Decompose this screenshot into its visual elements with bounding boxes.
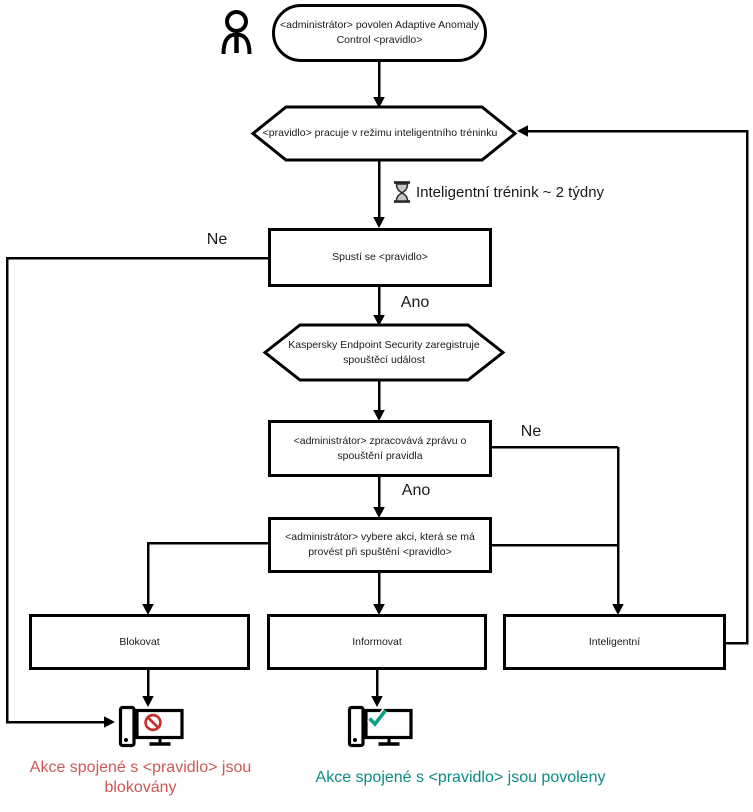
edge-label-no-1: Ne <box>206 231 228 248</box>
computer-allowed-icon <box>347 705 413 748</box>
process-report-label: <administrátor> zpracovává zprávu o spou… <box>293 434 467 462</box>
training-state-hexagon <box>250 105 518 162</box>
rule-trigger-label: Spustí se <pravidlo> <box>332 251 428 263</box>
arrowhead-into-blocked-computer-left <box>104 716 115 728</box>
action-block-label: Blokovat <box>119 635 160 648</box>
arrowhead-into-training <box>373 97 385 108</box>
arrowhead-into-choose <box>373 507 385 518</box>
computer-blocked-icon <box>118 705 184 748</box>
arrowhead-into-blocked-computer-top <box>142 696 154 707</box>
edge-label-yes-1: Ano <box>400 294 430 311</box>
register-event-hexagon <box>262 323 506 382</box>
start-node: <administrátor> povolen Adaptive Anomaly… <box>272 4 487 62</box>
choose-action-node: <administrátor> vybere akci, která se má… <box>268 517 492 573</box>
action-block-node: Blokovat <box>29 614 250 670</box>
prohibition-icon <box>144 713 162 732</box>
connectors <box>5 62 749 724</box>
arrowhead-into-report <box>373 410 385 421</box>
arrowhead-into-inform <box>373 604 385 615</box>
arrowheads <box>104 97 624 728</box>
training-duration-note: Inteligentní trénink ~ 2 týdny <box>416 184 605 201</box>
training-state-label: <pravidlo> pracuje v režimu inteligentní… <box>262 127 498 139</box>
outcome-blocked-caption: Akce spojené s <pravidlo> jsou blokovány <box>29 759 252 796</box>
action-inform-node: Informovat <box>267 614 487 670</box>
register-event-label: Kaspersky Endpoint Security zaregistruje… <box>288 338 480 366</box>
arrowhead-into-register <box>373 315 385 326</box>
action-smart-label: Inteligentní <box>588 635 641 648</box>
outcome-allowed-caption: Akce spojené s <pravidlo> jsou povoleny <box>315 769 606 786</box>
edge-label-no-2: Ne <box>520 423 542 440</box>
start-node-label: <administrátor> povolen Adaptive Anomaly… <box>279 19 480 46</box>
arrowhead-feedback-into-training <box>517 125 528 137</box>
arrowhead-into-block <box>142 604 154 615</box>
person-icon <box>221 10 252 55</box>
arrowhead-into-trigger <box>373 217 385 228</box>
edge-smart-feedback-loop <box>528 129 749 645</box>
action-smart-node: Inteligentní <box>503 614 726 670</box>
edge-label-yes-2: Ano <box>401 482 431 499</box>
rule-trigger-node: Spustí se <pravidlo> <box>268 228 492 287</box>
process-report-node: <administrátor> zpracovává zprávu o spou… <box>268 420 492 477</box>
arrowhead-into-allowed-computer-top <box>371 696 383 707</box>
check-icon <box>367 708 389 730</box>
hourglass-icon <box>394 181 410 203</box>
choose-action-label: <administrátor> vybere akci, která se má… <box>285 531 475 558</box>
edge-choose-to-block <box>146 541 268 604</box>
action-inform-label: Informovat <box>352 635 402 648</box>
arrowhead-into-smart <box>612 604 624 615</box>
edge-no-loop-left <box>5 256 268 724</box>
